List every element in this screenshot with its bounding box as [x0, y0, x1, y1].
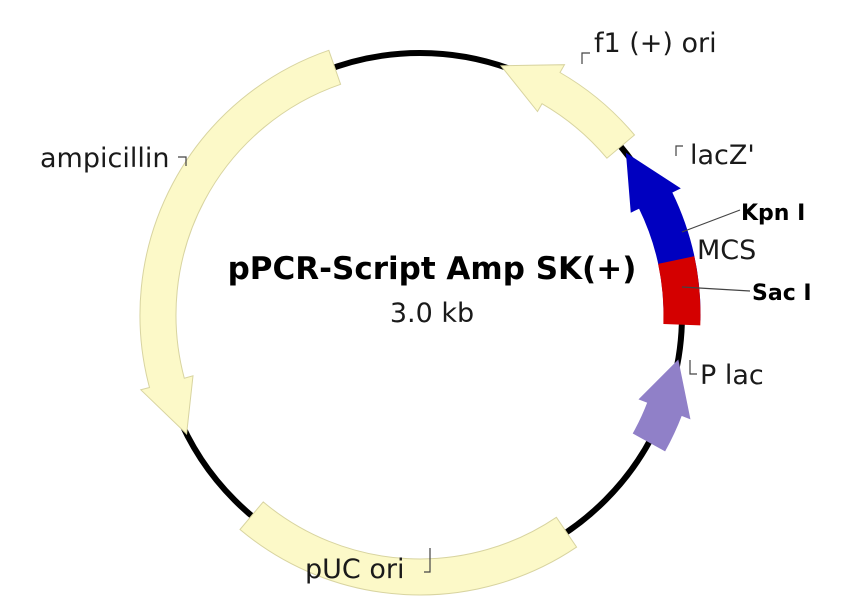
- puc-ori-leader: [424, 548, 431, 573]
- sac-leader: [681, 286, 751, 292]
- kpn-leader: [681, 209, 741, 233]
- plasmid-name: pPCR-Script Amp SK(+): [228, 251, 637, 287]
- sac-site-label: Sac I: [752, 281, 812, 306]
- plasmid-size: 3.0 kb: [390, 298, 474, 329]
- mcs-box: [658, 256, 701, 326]
- f1-ori-leader: [581, 52, 590, 64]
- ampicillin-arrow: [139, 49, 342, 435]
- ampicillin-leader: [178, 156, 187, 166]
- puc-ori-label: pUC ori: [305, 554, 404, 585]
- lacz-leader: [675, 145, 683, 156]
- lacz-label: lacZ': [690, 140, 755, 171]
- ampicillin-label: ampicillin: [40, 143, 169, 174]
- p-lac-label: P lac: [700, 360, 764, 391]
- kpn-site-label: Kpn I: [741, 201, 805, 226]
- p-lac-leader: [689, 360, 697, 375]
- puc-ori-box: [239, 501, 578, 596]
- f1-ori-label: f1 (+) ori: [594, 28, 717, 59]
- f1-ori-arrow: [499, 64, 636, 159]
- p-lac-arrow: [632, 359, 691, 452]
- mcs-label: MCS: [697, 235, 756, 266]
